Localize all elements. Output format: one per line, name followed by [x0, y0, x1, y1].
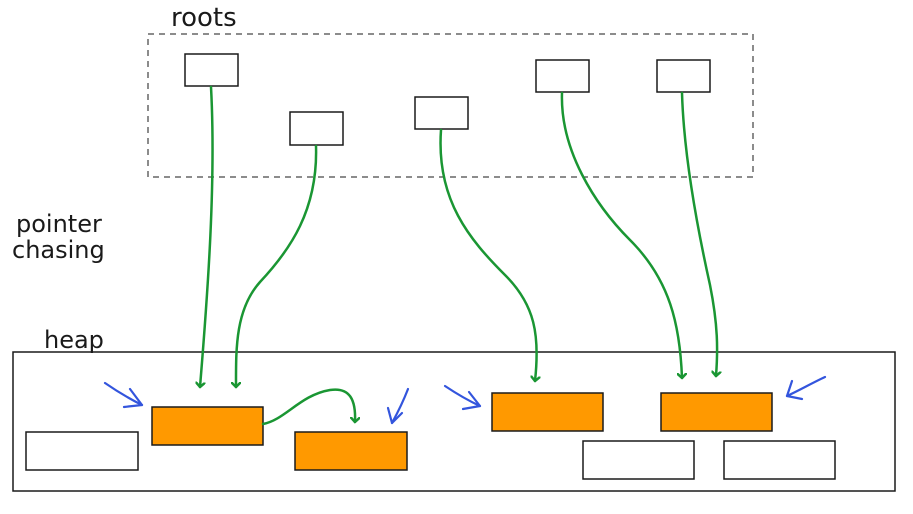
pointer-arrow-marked1-to-marked2 — [261, 388, 355, 426]
blue-arrow-to-marked4 — [785, 375, 827, 401]
heap-object-marked-2 — [294, 431, 408, 471]
blue-arrow-to-marked2 — [386, 387, 410, 425]
root-2 — [289, 111, 344, 146]
heap-object-marked-4 — [660, 392, 773, 432]
pointer-arrow-root5-to-marked4 — [680, 91, 717, 378]
pointer-arrow-root4-to-marked4 — [560, 91, 682, 380]
pointer-chasing-label-line1: pointer — [16, 210, 102, 238]
pointer-chasing-label-line2: chasing — [12, 236, 105, 264]
root-4 — [535, 59, 590, 93]
blue-arrow-to-marked3 — [443, 384, 482, 411]
root-1 — [184, 53, 239, 87]
pointer-arrow-root3-to-marked3 — [439, 128, 537, 383]
root-3 — [414, 96, 469, 130]
pointer-arrow-root1-to-marked1 — [200, 85, 214, 389]
root-5 — [656, 59, 711, 93]
heap-object-unmarked-2 — [582, 440, 695, 480]
heap-object-marked-3 — [491, 392, 604, 432]
heap-object-unmarked-1 — [25, 431, 139, 471]
roots-label: roots — [171, 3, 237, 33]
blue-arrow-to-marked1 — [103, 381, 144, 409]
pointer-arrow-root2-to-marked1 — [236, 144, 318, 389]
heap-object-marked-1 — [151, 406, 264, 446]
heap-object-unmarked-3 — [723, 440, 836, 480]
roots-region — [147, 33, 754, 178]
heap-region — [12, 351, 896, 492]
heap-label: heap — [44, 326, 104, 354]
